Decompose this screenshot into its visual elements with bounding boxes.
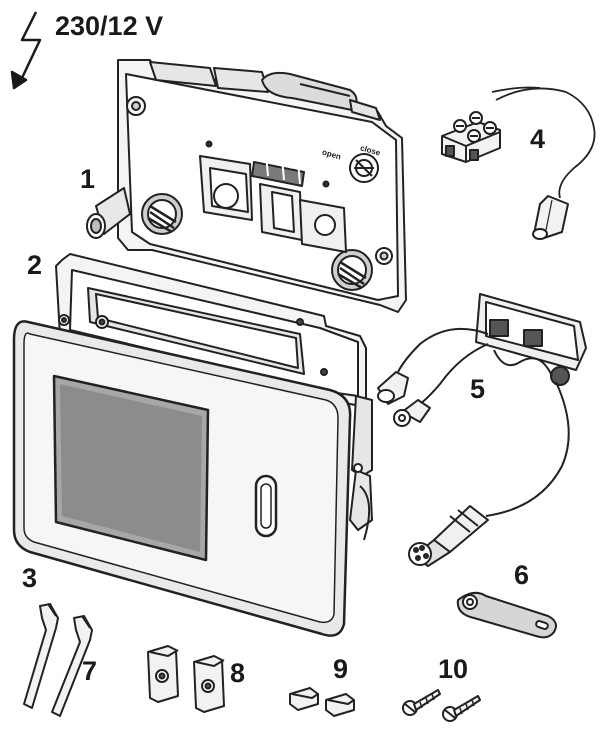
part-label-3: 3 — [22, 563, 38, 593]
part-label-7: 7 — [82, 656, 98, 686]
part-label-6: 6 — [514, 560, 530, 590]
nuts-part-8 — [147, 645, 225, 713]
inner-frame-part-2 — [55, 253, 373, 541]
part-label-5: 5 — [470, 374, 486, 404]
open-close-dial — [349, 153, 379, 183]
terminal-block-part-4 — [441, 86, 596, 240]
part-label-9: 9 — [333, 654, 349, 684]
wing-nut-left — [141, 193, 183, 235]
mounting-frame-part-1 — [86, 59, 407, 313]
part-label-8: 8 — [230, 658, 246, 688]
part-label-2: 2 — [27, 250, 43, 280]
clips-part-7 — [23, 603, 93, 717]
lightning-bolt-icon — [10, 11, 42, 90]
part-label-1: 1 — [80, 164, 96, 194]
screws-part-10 — [402, 689, 481, 722]
cover-panel-part-3 — [12, 320, 352, 637]
sensor-module-part-5 — [377, 293, 587, 567]
part-label-10: 10 — [438, 654, 469, 684]
key-tool-part-6 — [456, 591, 557, 639]
caps-part-9 — [289, 687, 355, 717]
wing-nut-right — [331, 249, 373, 291]
voltage-label: 230/12 V — [55, 11, 164, 41]
part-label-4: 4 — [530, 124, 546, 154]
